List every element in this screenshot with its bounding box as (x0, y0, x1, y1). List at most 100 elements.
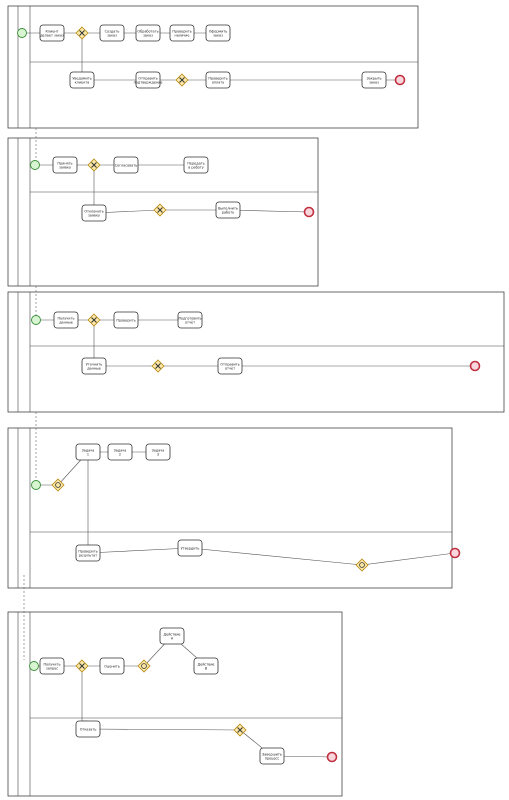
start-event[interactable] (17, 28, 27, 38)
task-label: Проверить (78, 549, 97, 553)
task[interactable]: Утвердить (177, 539, 203, 557)
task-label: Утвердить (181, 547, 200, 551)
task-label: Клиент (45, 29, 58, 33)
gateway-parallel[interactable] (51, 478, 65, 492)
task-label: Получить (58, 316, 75, 320)
task-label: Передать (187, 161, 204, 165)
end-event[interactable] (394, 74, 406, 86)
task[interactable]: Отказать (75, 720, 101, 738)
start-event[interactable] (30, 160, 40, 170)
task-label: Подготовить (178, 316, 201, 320)
task-label: 1 (87, 453, 89, 457)
sequence-flow (227, 209, 310, 213)
task-label: заказ (369, 81, 379, 85)
task-label: B (205, 667, 208, 671)
end-event[interactable] (303, 206, 315, 218)
start-event[interactable] (31, 480, 41, 490)
task-label: Оформить (209, 29, 228, 33)
task-label: заявку (88, 214, 100, 218)
gateway-parallel[interactable] (355, 558, 369, 572)
task-label: подтверждение (134, 81, 163, 85)
task-label: 3 (157, 453, 159, 457)
gateway-xor[interactable] (153, 203, 167, 217)
task-label: Действие (163, 632, 180, 636)
task-label: Выполнить (218, 206, 238, 210)
task-label: наличие (175, 34, 190, 38)
task-label: Проверить (208, 76, 227, 80)
start-event[interactable] (31, 315, 41, 325)
gateway-xor[interactable] (75, 26, 89, 40)
end-event[interactable] (449, 547, 461, 559)
gateway-xor[interactable] (87, 313, 101, 327)
end-event[interactable] (469, 360, 481, 372)
gateway-xor[interactable] (75, 659, 89, 673)
task-label: отчёт (225, 367, 235, 371)
task-label: Закрыть (366, 76, 381, 80)
task-label: Обработать (137, 29, 158, 33)
sequence-flow (87, 547, 191, 554)
task-label: Проверить (172, 29, 191, 33)
gateway-xor[interactable] (87, 158, 101, 172)
gateway-xor[interactable] (175, 73, 189, 87)
task[interactable]: Проверить (113, 311, 139, 329)
task-label: Оценить (104, 665, 119, 669)
task-label: Проверить (116, 319, 135, 323)
gateway-xor[interactable] (151, 359, 165, 373)
task-label: Задача (82, 448, 95, 452)
gateway-parallel[interactable] (137, 659, 151, 673)
gateway-xor[interactable] (233, 723, 247, 737)
task-label: 2 (119, 453, 121, 457)
task-label: Согласовать (115, 164, 137, 168)
pool (7, 5, 419, 129)
task-label: Завершить (262, 752, 282, 756)
task-label: работу (222, 211, 234, 215)
task-label: Отказать (80, 728, 97, 732)
task-label: данные (87, 367, 101, 371)
task-label: отчёт (185, 321, 195, 325)
sequence-flow (361, 552, 456, 566)
task[interactable]: Оценить (99, 657, 125, 675)
task-label: делает заказ (40, 34, 64, 38)
task-label: Уведомить (72, 76, 91, 80)
task-label: Действие (197, 662, 214, 666)
task-label: Получить (44, 662, 61, 666)
task-label: заявку (59, 166, 71, 170)
task-label: запрос (46, 667, 58, 671)
task-label: клиента (75, 81, 90, 85)
task-label: результат (79, 554, 97, 558)
sequence-flow (189, 547, 363, 566)
task[interactable]: Согласовать (113, 156, 139, 174)
task-label: процесс (265, 757, 280, 761)
end-event[interactable] (326, 751, 338, 763)
start-event[interactable] (29, 661, 39, 671)
sequence-flow (87, 728, 241, 731)
task-label: Создать (105, 29, 120, 33)
task-label: заказ (213, 34, 223, 38)
